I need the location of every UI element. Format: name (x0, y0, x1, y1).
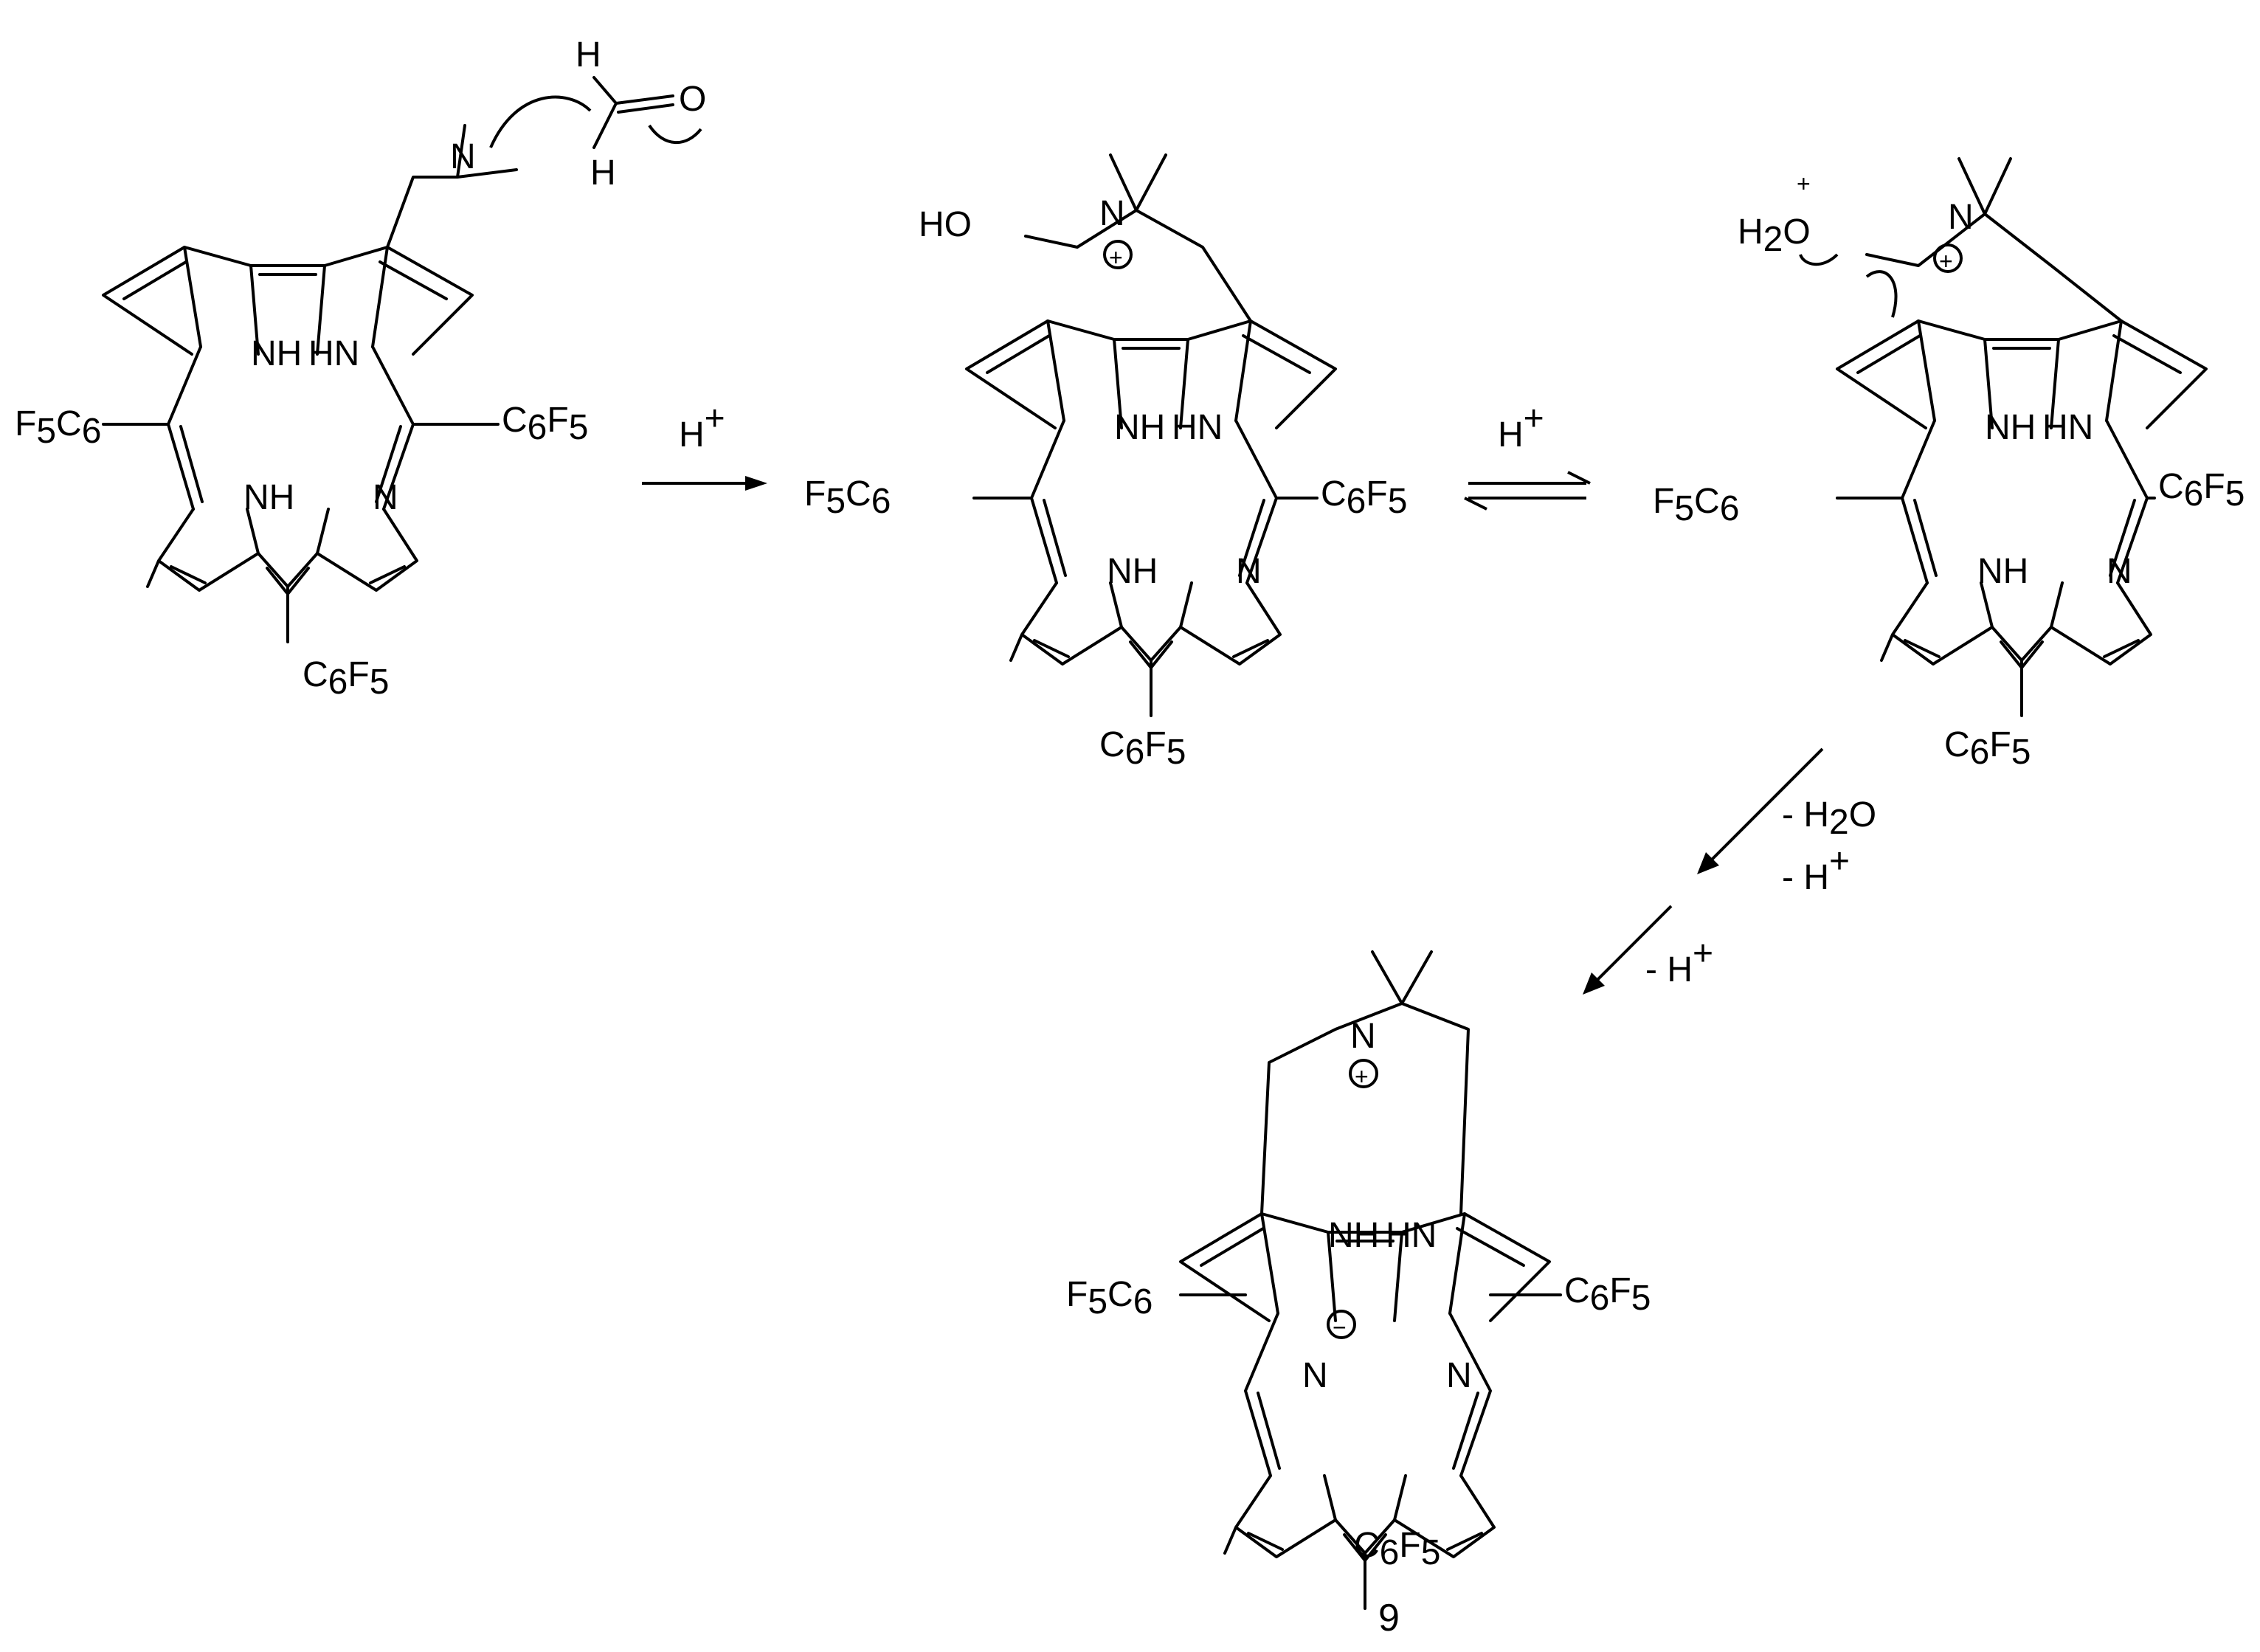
hn-label: HN (2042, 408, 2093, 447)
ho-label: HO (919, 205, 972, 244)
n-label: N (1099, 194, 1125, 233)
c6f5-left: F5C6 (15, 404, 101, 451)
equilibrium-arrow-2: H+ (1464, 399, 1591, 511)
product-9: N + NH HN − N N F5C6 C6F5 C6F5 9 (1066, 950, 1651, 1639)
n-label: N (373, 478, 398, 517)
c6f5-right: C6F5 (2158, 467, 2245, 514)
n-label: N (1446, 1356, 1472, 1395)
minus-charge: − (1333, 1314, 1347, 1341)
hn-label: HN (1172, 408, 1223, 447)
n-label: N (1948, 198, 1974, 237)
condition-step4: - H+ (1645, 934, 1713, 989)
reaction-arrow-3: - H2O - H+ (1697, 747, 1876, 897)
hemiaminal-ammonium: HO N + NH HN NH N F5C6 C6F5 C6F5 (804, 153, 1407, 772)
n-label: N (1302, 1356, 1328, 1395)
nh-label: NH (1114, 408, 1165, 447)
reaction-arrow-4: - H+ (1583, 905, 1713, 995)
h2o-label: H2O (1738, 212, 1811, 259)
plus-charge: + (1355, 1063, 1369, 1090)
c6f5-right: C6F5 (502, 401, 588, 447)
condition-step3-line2: - H+ (1782, 842, 1850, 897)
n-label: N (1236, 552, 1262, 591)
nh-label: NH (1985, 408, 2036, 447)
c6f5-left: F5C6 (804, 474, 891, 521)
nh-label: NH (1328, 1216, 1379, 1255)
nh-label: NH (1107, 552, 1158, 591)
compound-number: 9 (1378, 1597, 1400, 1639)
hn-label: HN (1386, 1216, 1437, 1255)
c6f5-right: C6F5 (1321, 474, 1407, 521)
plus-charge: + (1109, 244, 1123, 271)
condition-step3-line1: - H2O (1782, 795, 1876, 842)
n-label: N (1350, 1017, 1376, 1056)
nh-label: NH (1977, 552, 2028, 591)
plus-charge: + (1939, 248, 1953, 274)
nh-label: NH (251, 334, 302, 373)
condition-step1: H+ (679, 399, 725, 455)
c6f5-left: F5C6 (1066, 1275, 1153, 1321)
h-label: H (576, 35, 601, 75)
c6f5-left: F5C6 (1653, 482, 1739, 528)
n-label: N (450, 137, 476, 176)
c6f5-bottom: C6F5 (1099, 725, 1186, 772)
o-label: O (679, 80, 706, 119)
nh-label: NH (243, 478, 294, 517)
c6f5-right: C6F5 (1564, 1271, 1651, 1318)
h-label: H (590, 153, 616, 193)
condition-step2: H+ (1498, 399, 1544, 455)
n-label: N (2107, 552, 2132, 591)
oxonium-plus: + (1797, 170, 1811, 197)
oxonium-intermediate: H2O + N + NH HN NH N F5C6 C6F5 C6F5 (1653, 157, 2245, 772)
starting-porphyrin: NH HN NH N N H O H F5C6 C6F5 C6F5 (15, 35, 706, 702)
c6f5-bottom: C6F5 (1944, 725, 2031, 772)
c6f5-bottom: C6F5 (303, 655, 389, 702)
hn-label: HN (308, 334, 359, 373)
c6f5-bottom: C6F5 (1354, 1526, 1440, 1572)
reaction-arrow-1: H+ (642, 399, 767, 491)
